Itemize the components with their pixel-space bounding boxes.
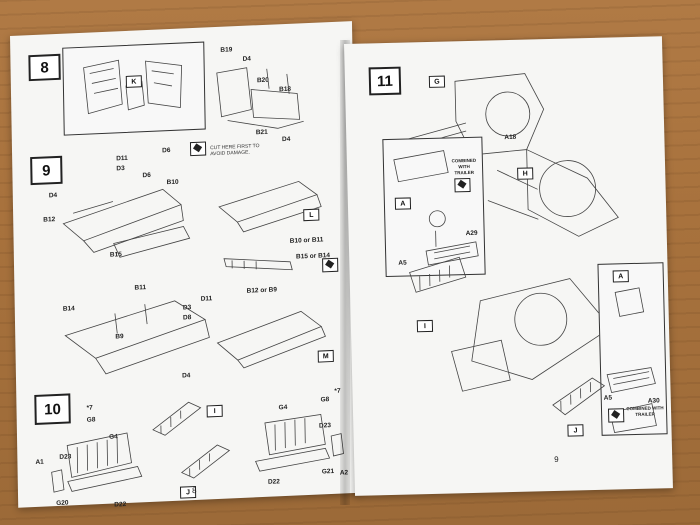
part-label: D6 xyxy=(162,147,171,155)
part-label: G8 xyxy=(86,416,96,424)
step-9-frame-view-l xyxy=(218,180,322,233)
step-11-inset: COMBINED WITH TRAILER A A29 A5 xyxy=(382,136,486,278)
part-label: A30 xyxy=(647,397,660,405)
combined-icon xyxy=(454,177,471,193)
combined-note: COMBINED WITH TRAILER xyxy=(451,157,477,176)
part-label: D22 xyxy=(114,501,127,509)
cutter-icon xyxy=(189,141,207,157)
combined-icon xyxy=(607,408,625,423)
part-label: B12 or B9 xyxy=(246,286,278,295)
side-inset-drawing xyxy=(606,287,657,433)
tag-a: A xyxy=(394,197,412,210)
cut-note: CUT HERE FIRST TO AVOID DAMAGE. xyxy=(210,143,260,158)
book-gutter xyxy=(340,40,350,505)
step-11-rack-drawing xyxy=(552,377,606,416)
left-page: 8 K B19 D4 B20 B18 B21 D4 D6 CUT HERE FI… xyxy=(10,21,361,509)
part-label: A18 xyxy=(504,133,517,142)
page-number: 8 xyxy=(191,485,197,496)
tag-i: I xyxy=(416,319,434,333)
tag-m: M xyxy=(317,349,334,363)
step-10-rack-j xyxy=(180,444,231,479)
inset-drawing xyxy=(393,150,479,266)
step-8-inset: K xyxy=(62,41,206,136)
mark-label: *7 xyxy=(86,404,93,412)
part-label: D11 xyxy=(116,154,128,163)
part-label: B11 xyxy=(134,284,147,292)
part-label: D22 xyxy=(267,478,280,486)
step-8-number: 8 xyxy=(28,53,61,82)
part-label: A29 xyxy=(465,229,478,238)
step-11-side-inset: A A5 A30 COMBINED WITH TRAILER xyxy=(597,262,668,436)
step-9-frame-view-m xyxy=(216,310,326,369)
page-number: 9 xyxy=(554,454,559,464)
tag-h: H xyxy=(517,167,534,180)
step-10-seat-drawing-right xyxy=(255,414,344,472)
combined-note: COMBINED WITH TRAILER xyxy=(626,405,664,417)
part-label: A1 xyxy=(35,458,44,466)
cutter-icon xyxy=(322,257,339,273)
step-10-seat-drawing xyxy=(51,432,143,493)
tag-j: J xyxy=(567,424,584,437)
tag-l: L xyxy=(303,208,320,222)
step-9-rail-drawing xyxy=(223,258,293,271)
part-label: G8 xyxy=(320,396,330,404)
part-label: B10 or B11 xyxy=(289,236,324,245)
step-11-carriage-drawing xyxy=(409,256,612,392)
tag-i: I xyxy=(206,404,223,418)
right-page: 11 G A18 H COMBINED WITH TRAILER A A29 A… xyxy=(344,36,673,496)
step-9-assembly-drawing xyxy=(64,300,210,375)
step-10-rack-i xyxy=(152,401,202,436)
step-9-frame-drawing xyxy=(62,188,191,258)
step-8-drawing xyxy=(83,59,183,115)
tag-k: K xyxy=(125,75,142,88)
part-label: B19 xyxy=(220,46,233,54)
step-8-chassis-drawing xyxy=(216,67,304,129)
step-10-number: 10 xyxy=(34,393,71,425)
